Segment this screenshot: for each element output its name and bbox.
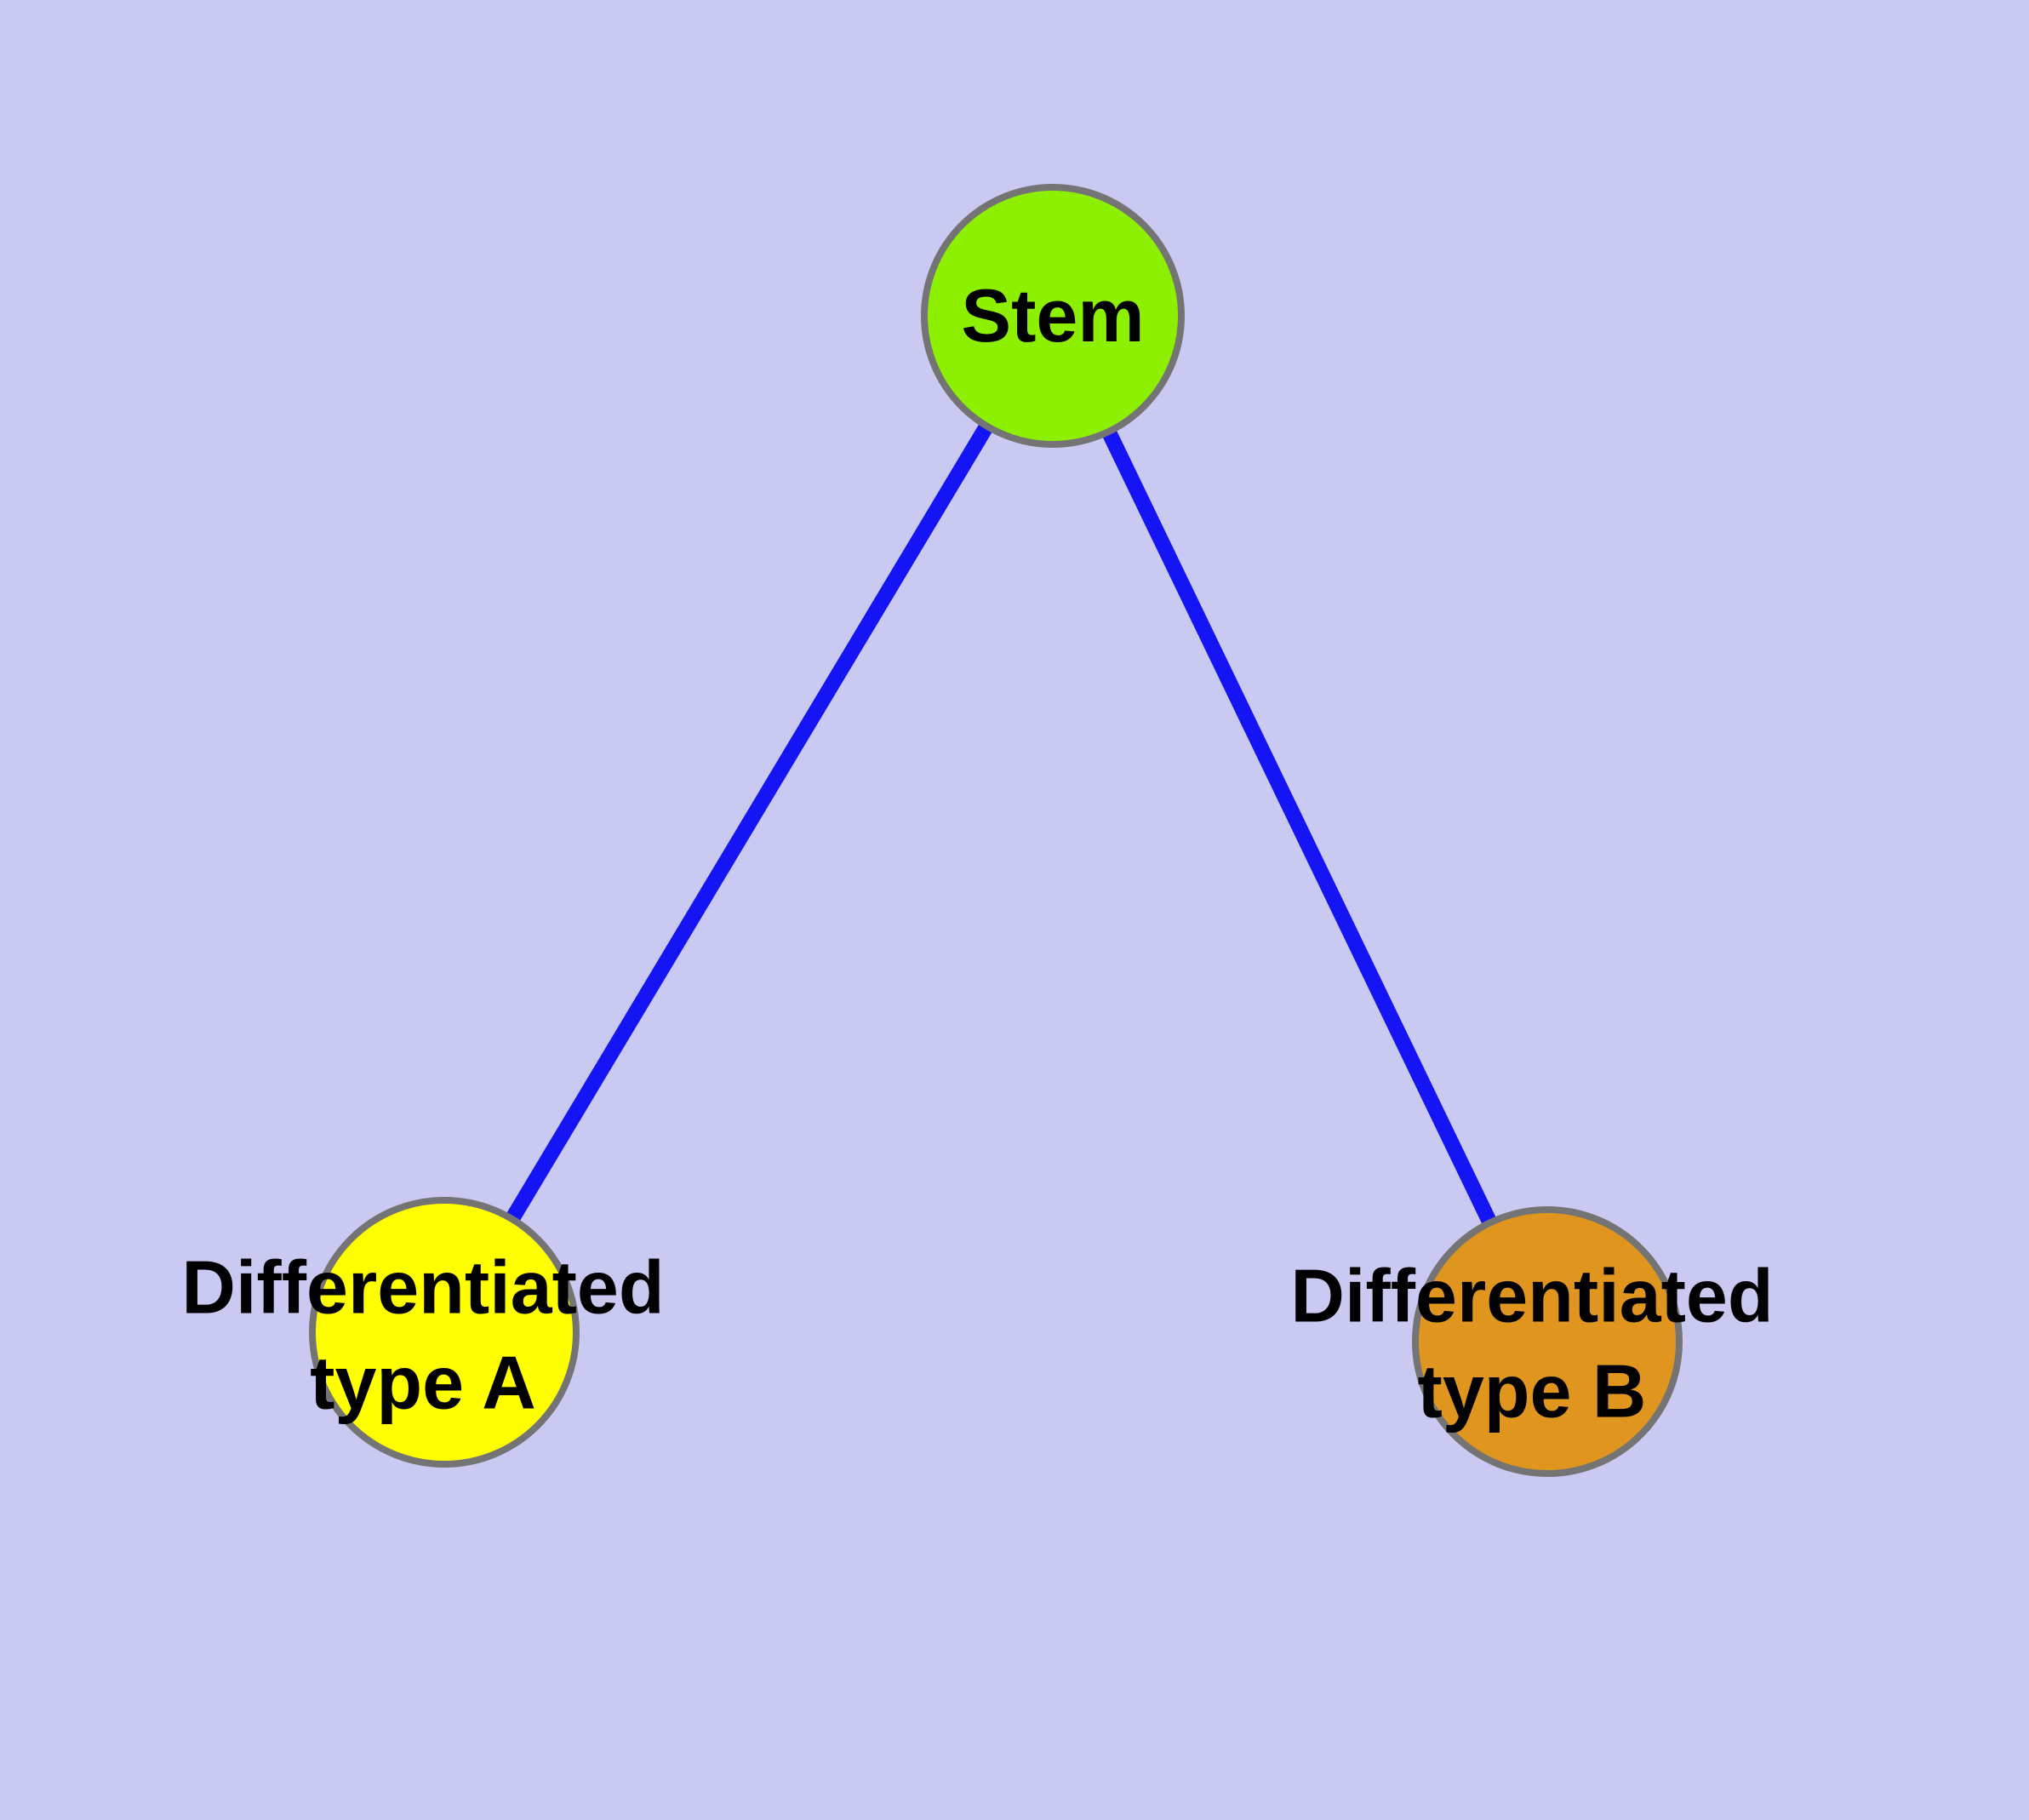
edge-stem-type_a	[437, 312, 1060, 1336]
nodes-layer	[309, 184, 1683, 1477]
node-circle-stem	[921, 184, 1185, 448]
edges-layer	[437, 312, 1555, 1345]
node-circle-type-b	[1412, 1206, 1683, 1477]
edge-stem-type_b	[1045, 312, 1555, 1345]
node-circle-type-a	[309, 1197, 580, 1468]
